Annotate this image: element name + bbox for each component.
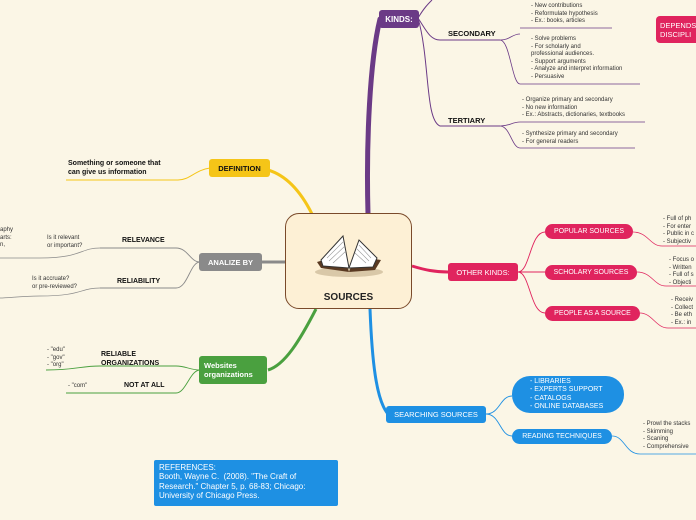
websites-node[interactable]: Websites organizations [199, 356, 267, 384]
relevance-question-line [0, 247, 101, 259]
reliable-line [45, 365, 201, 371]
libraries-line [485, 395, 513, 415]
reliability-label: RELIABILITY [117, 278, 161, 285]
searching-sources-node[interactable]: SEARCHING SOURCES [386, 406, 486, 423]
definition-node[interactable]: DEFINITION [209, 159, 270, 177]
primary-items: - New contributions - Reformulate hypoth… [531, 3, 598, 25]
searching-connector [368, 308, 390, 415]
secondary-items-line [499, 33, 640, 85]
relevance-line [100, 247, 201, 263]
notatall-label: NOT AT ALL [124, 382, 165, 389]
people-line [517, 271, 546, 314]
tertiary-items-1: - Organize primary and secondary - No ne… [522, 97, 626, 119]
reliable-orgs-items: - "edu" - "gov" - "org" [47, 347, 65, 369]
notatall-line [66, 369, 201, 394]
popular-line [517, 231, 546, 273]
depends-discipline-node[interactable]: DEPENDS DISCIPLI [656, 16, 696, 43]
popular-sources-items: - Full of ph - For enter - Public in c -… [663, 216, 695, 245]
relevance-question: Is it relevant or important? [47, 235, 83, 249]
kinds-tertiary-line [417, 17, 500, 127]
open-book-icon [315, 234, 383, 277]
references-box: REFERENCES: Booth, Wayne C. (2008). "The… [154, 460, 338, 506]
kinds-primary-line [417, 0, 433, 19]
relevance-label: RELEVANCE [122, 237, 165, 244]
reliable-orgs-label: RELIABLE ORGANIZATIONS [101, 351, 160, 367]
kinds-secondary-line [417, 17, 500, 41]
reliability-line [100, 261, 201, 289]
kinds-node[interactable]: KINDS: [379, 10, 419, 28]
tertiary-items-line [499, 121, 645, 149]
relevance-cut-text: aphy arts: n, [0, 227, 14, 249]
definition-connector [267, 168, 314, 215]
other-kinds-node[interactable]: OTHER KINDS: [448, 263, 518, 281]
definition-text-line [66, 167, 211, 181]
people-items-line [639, 312, 696, 329]
scholary-items-line [636, 271, 696, 287]
kinds-connector [365, 16, 383, 217]
tertiary-label: TERTIARY [448, 116, 486, 125]
scholary-sources-items: - Focus o - Written - Full of s - Object… [669, 257, 695, 286]
reliability-question: Is it accruate? or pre-reviewed? [32, 276, 78, 290]
websites-connector [267, 308, 318, 372]
tertiary-items-2: - Synthesize primary and secondary - For… [522, 131, 618, 145]
analize-by-node[interactable]: ANALIZE BY [199, 253, 262, 271]
people-source-node[interactable]: PEOPLE AS A SOURCE [545, 306, 640, 321]
libraries-node[interactable]: - LIBRARIES - EXPERTS SUPPORT - CATALOGS… [512, 376, 624, 413]
popular-sources-node[interactable]: POPULAR SOURCES [545, 224, 633, 239]
people-source-items: - Receiv - Collect - Be eth - Ex.: in [671, 297, 694, 326]
reading-techniques-items: - Prowl the stacks - Skimming - Scaning … [643, 421, 691, 450]
secondary-label: SECONDARY [448, 29, 496, 38]
reading-items-line [611, 435, 696, 455]
reading-techniques-node[interactable]: READING TECHNIQUES [512, 429, 612, 444]
scholary-sources-node[interactable]: SCHOLARY SOURCES [545, 265, 637, 280]
other-kinds-connector [411, 264, 449, 274]
reliability-question-line [0, 287, 101, 299]
center-title: SOURCES [323, 292, 374, 303]
reading-line [485, 413, 513, 437]
secondary-items: - Solve problems - For scholarly and pro… [531, 36, 623, 80]
notatall-items: - "com" [68, 383, 88, 389]
popular-items-line [632, 231, 696, 247]
definition-text: Something or someone that can give us in… [68, 160, 161, 176]
center-node-sources[interactable]: SOURCES [285, 213, 412, 309]
